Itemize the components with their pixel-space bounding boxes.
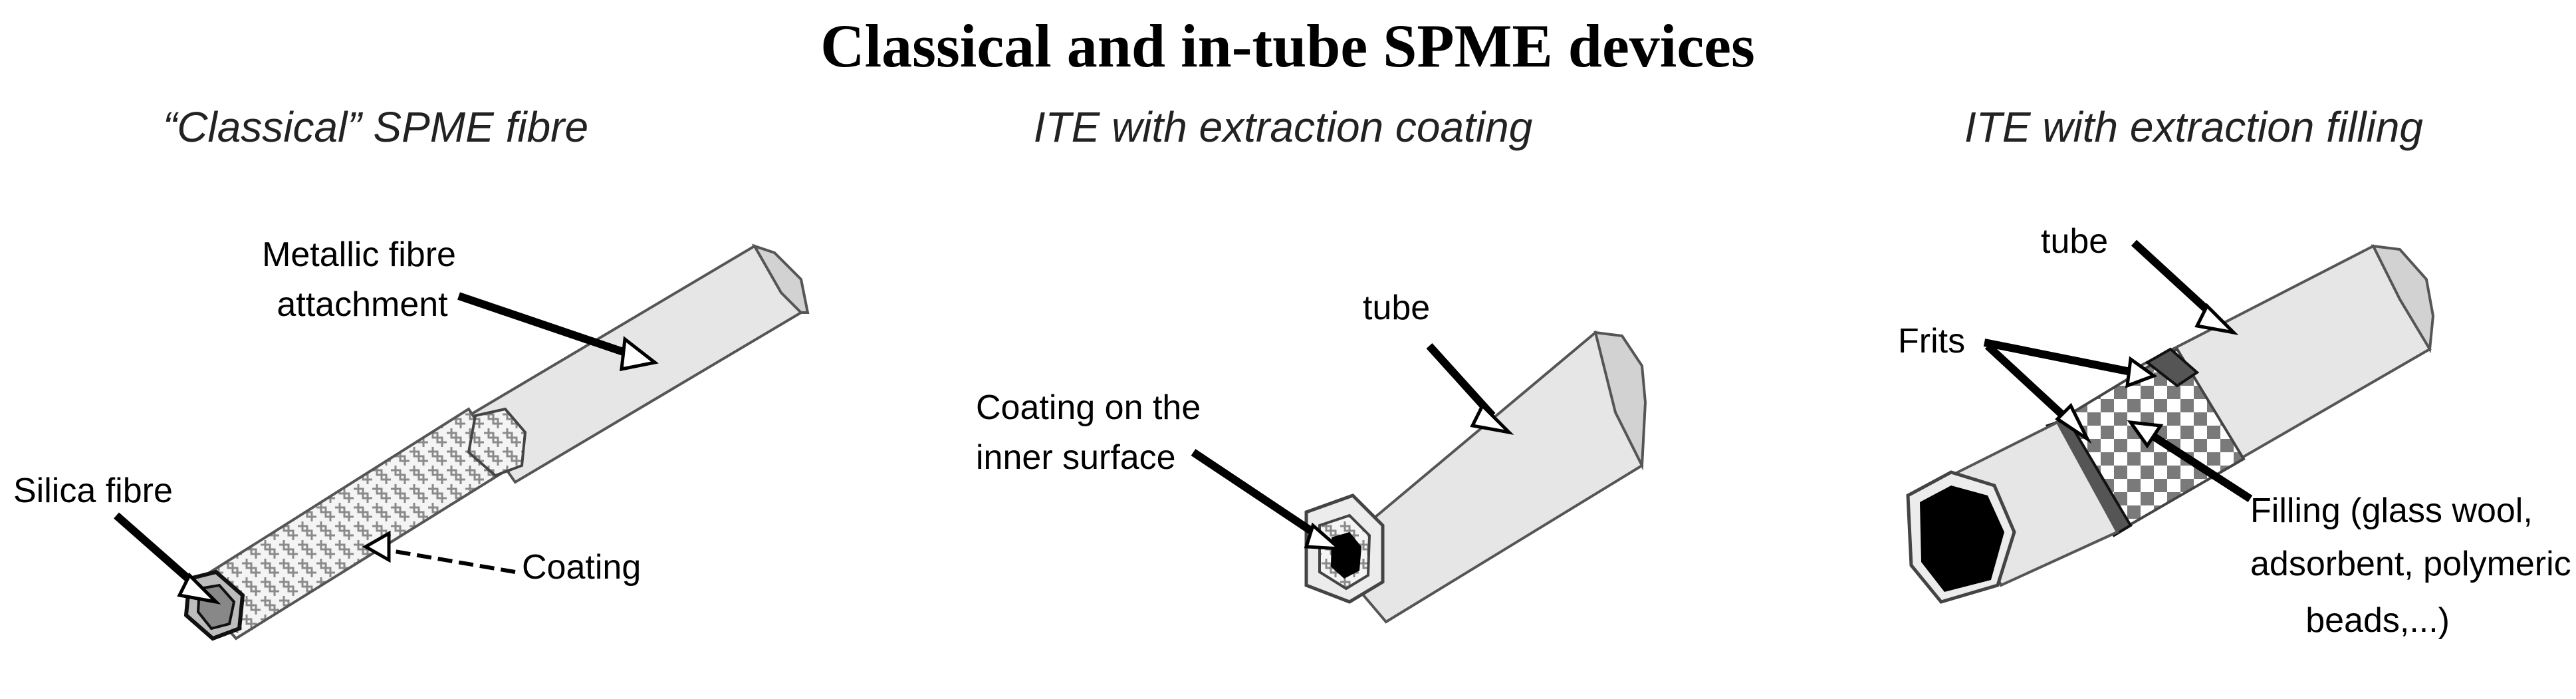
coating-label: Coating: [522, 548, 641, 587]
metallic-fibre-arrow: [457, 292, 636, 360]
frit-far: [2145, 347, 2200, 388]
filling-label-line1: Filling (glass wool,: [2250, 491, 2533, 530]
metallic-attachment-end: [751, 243, 810, 314]
coating-inner-label-line2: inner surface: [976, 438, 1176, 477]
silica-fibre-arrow: [114, 512, 202, 592]
coating-tube-far-end: [1593, 331, 1647, 471]
ite-coating-illustration: tube Coating on the inner surface: [976, 289, 1647, 624]
coating-arrow: [378, 547, 516, 574]
panel-2-heading: ITE with extraction coating: [1034, 103, 1533, 151]
coating-inner-label-line1: Coating on the: [976, 388, 1201, 427]
filling-tube-far-end: [2371, 244, 2435, 354]
fibre-junction-ring: [467, 407, 527, 478]
diagram-title: Classical and in-tube SPME devices: [820, 12, 1755, 80]
filling-label-line3: beads,...): [2305, 601, 2450, 640]
frits-label: Frits: [1898, 322, 1965, 360]
filling-arrow: [2145, 428, 2253, 503]
panel-1-heading: “Classical” SPME fibre: [163, 103, 588, 151]
frits-arrow-near: [1984, 343, 2077, 429]
classical-spme-fibre-illustration: Metallic fibre attachment Silica fibre C…: [13, 235, 810, 641]
inner-bore: [1331, 532, 1361, 579]
panel-3-heading: ITE with extraction filling: [1964, 103, 2423, 151]
metallic-fibre-label: Metallic fibre: [262, 235, 456, 274]
tube-label: tube: [1363, 289, 1430, 327]
silica-fibre-label: Silica fibre: [13, 472, 173, 510]
attachment-label: attachment: [277, 285, 448, 324]
filling-tube-label: tube: [2041, 222, 2108, 261]
filling-tube-bore: [1920, 486, 2004, 592]
frits-arrow-far: [1983, 339, 2135, 376]
coating-inner-arrow: [1191, 449, 1326, 542]
filling-tube-arrow: [2131, 239, 2217, 319]
ite-filling-illustration: tube Frits Filling (glass wool, adsorben…: [1898, 222, 2571, 640]
filling-label-line2: adsorbent, polymeric: [2250, 545, 2571, 583]
